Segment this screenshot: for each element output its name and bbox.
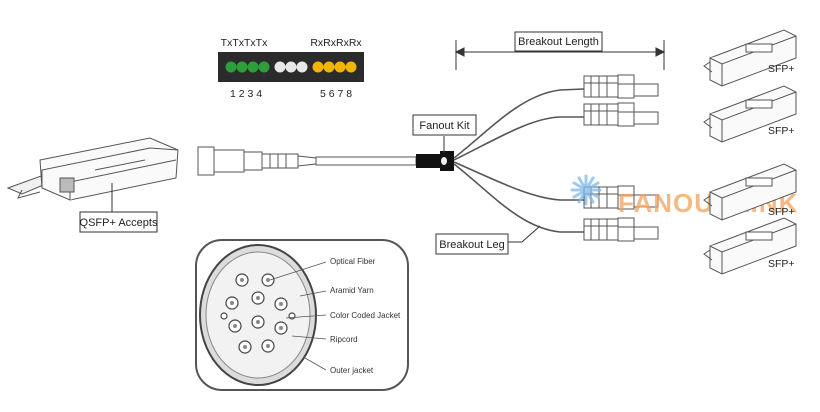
breakout-legs (453, 88, 585, 233)
svg-text:QSFP+ Accepts: QSFP+ Accepts (80, 217, 158, 229)
lc-connector-2 (583, 102, 659, 127)
middle-dot (274, 61, 286, 73)
svg-text:Breakout Length: Breakout Length (518, 36, 599, 48)
pin-header: TxTxTxTx RxRxRxRx 1 2 3 4 5 6 7 8 (218, 37, 364, 100)
fanout-kit (416, 151, 454, 171)
sfp-module-4: SFP+ (703, 217, 797, 275)
rx-dot (345, 61, 357, 73)
aramid-yarn-area (205, 251, 311, 379)
sfp-module-2: SFP+ (703, 85, 797, 143)
svg-text:SFP+: SFP+ (768, 63, 795, 75)
sfp-module-3: SFP+ (703, 163, 797, 221)
rx-dot (323, 61, 335, 73)
tx-numbers: 1 2 3 4 (230, 88, 262, 100)
mtp-connector (197, 146, 317, 176)
cross-section-label: Optical Fiber (330, 257, 376, 266)
lc-connector-1 (583, 74, 659, 99)
tx-dot (225, 61, 237, 73)
tx-dot (258, 61, 270, 73)
fanout-kit-label: Fanout Kit (412, 114, 477, 136)
qsfp-label: QSFP+ Accepts (79, 211, 158, 233)
breakout-length-dimension (454, 40, 666, 70)
breakout-length-label: Breakout Length (514, 31, 603, 52)
cross-section-panel: Optical Fiber Aramid Yarn Color Coded Ja… (195, 239, 409, 391)
breakout-leg-label: Breakout Leg (435, 233, 509, 255)
cross-section-label: Ripcord (330, 335, 358, 344)
rx-label: RxRxRxRx (310, 37, 362, 49)
rx-dot (334, 61, 346, 73)
leader-lines (269, 261, 327, 371)
qsfp-module (6, 137, 179, 201)
rx-numbers: 5 6 7 8 (320, 88, 352, 100)
middle-dot (285, 61, 297, 73)
svg-text:SFP+: SFP+ (768, 125, 795, 137)
tx-dot (236, 61, 248, 73)
cross-section-label: Outer jacket (330, 366, 374, 375)
tx-label: TxTxTxTx (221, 37, 268, 49)
trunk-cable (315, 156, 417, 166)
breakout-leg-leader (508, 225, 541, 243)
svg-text:Fanout Kit: Fanout Kit (419, 120, 469, 132)
sfp-module-1: SFP+ (703, 29, 797, 87)
lc-connector-4 (583, 217, 659, 242)
cross-section-label: Aramid Yarn (330, 286, 374, 295)
middle-dot (296, 61, 308, 73)
svg-text:SFP+: SFP+ (768, 206, 795, 218)
tx-dot (247, 61, 259, 73)
rx-dot (312, 61, 324, 73)
svg-text:Breakout Leg: Breakout Leg (439, 239, 504, 251)
svg-text:SFP+: SFP+ (768, 258, 795, 270)
cross-section-label: Color Coded Jacket (330, 311, 401, 320)
